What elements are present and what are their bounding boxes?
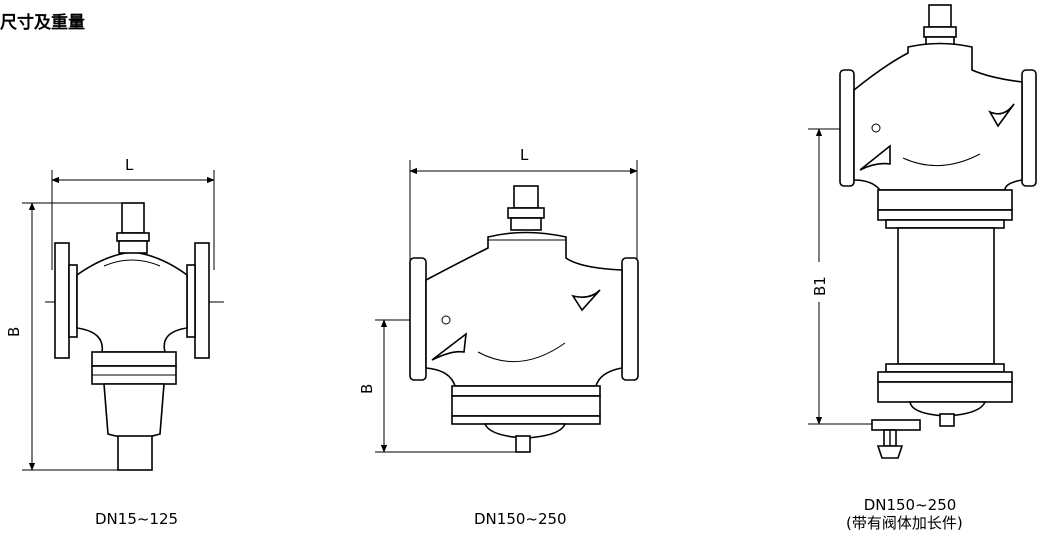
caption-dn150-250-extended: DN150~250 (带有阀体加长件) <box>846 496 963 532</box>
dim-label-B-small: B <box>5 327 23 337</box>
caption-dn15-125: DN15~125 <box>95 510 179 528</box>
dim-label-L-small: L <box>125 156 134 174</box>
valve-drawing-small: L B <box>5 156 224 471</box>
caption-dn150-250: DN150~250 <box>474 510 567 528</box>
caption-extended-line2: (带有阀体加长件) <box>846 514 963 532</box>
valve-drawing-large: L B <box>358 146 639 453</box>
dim-label-B-large: B <box>358 384 376 394</box>
caption-extended-line1: DN150~250 <box>863 496 957 514</box>
dim-label-B1-extended: B1 <box>811 276 829 296</box>
dim-label-L-large: L <box>520 146 529 164</box>
valve-drawing-extended: B1 <box>808 4 1037 459</box>
section-title: 尺寸及重量 <box>0 13 85 33</box>
